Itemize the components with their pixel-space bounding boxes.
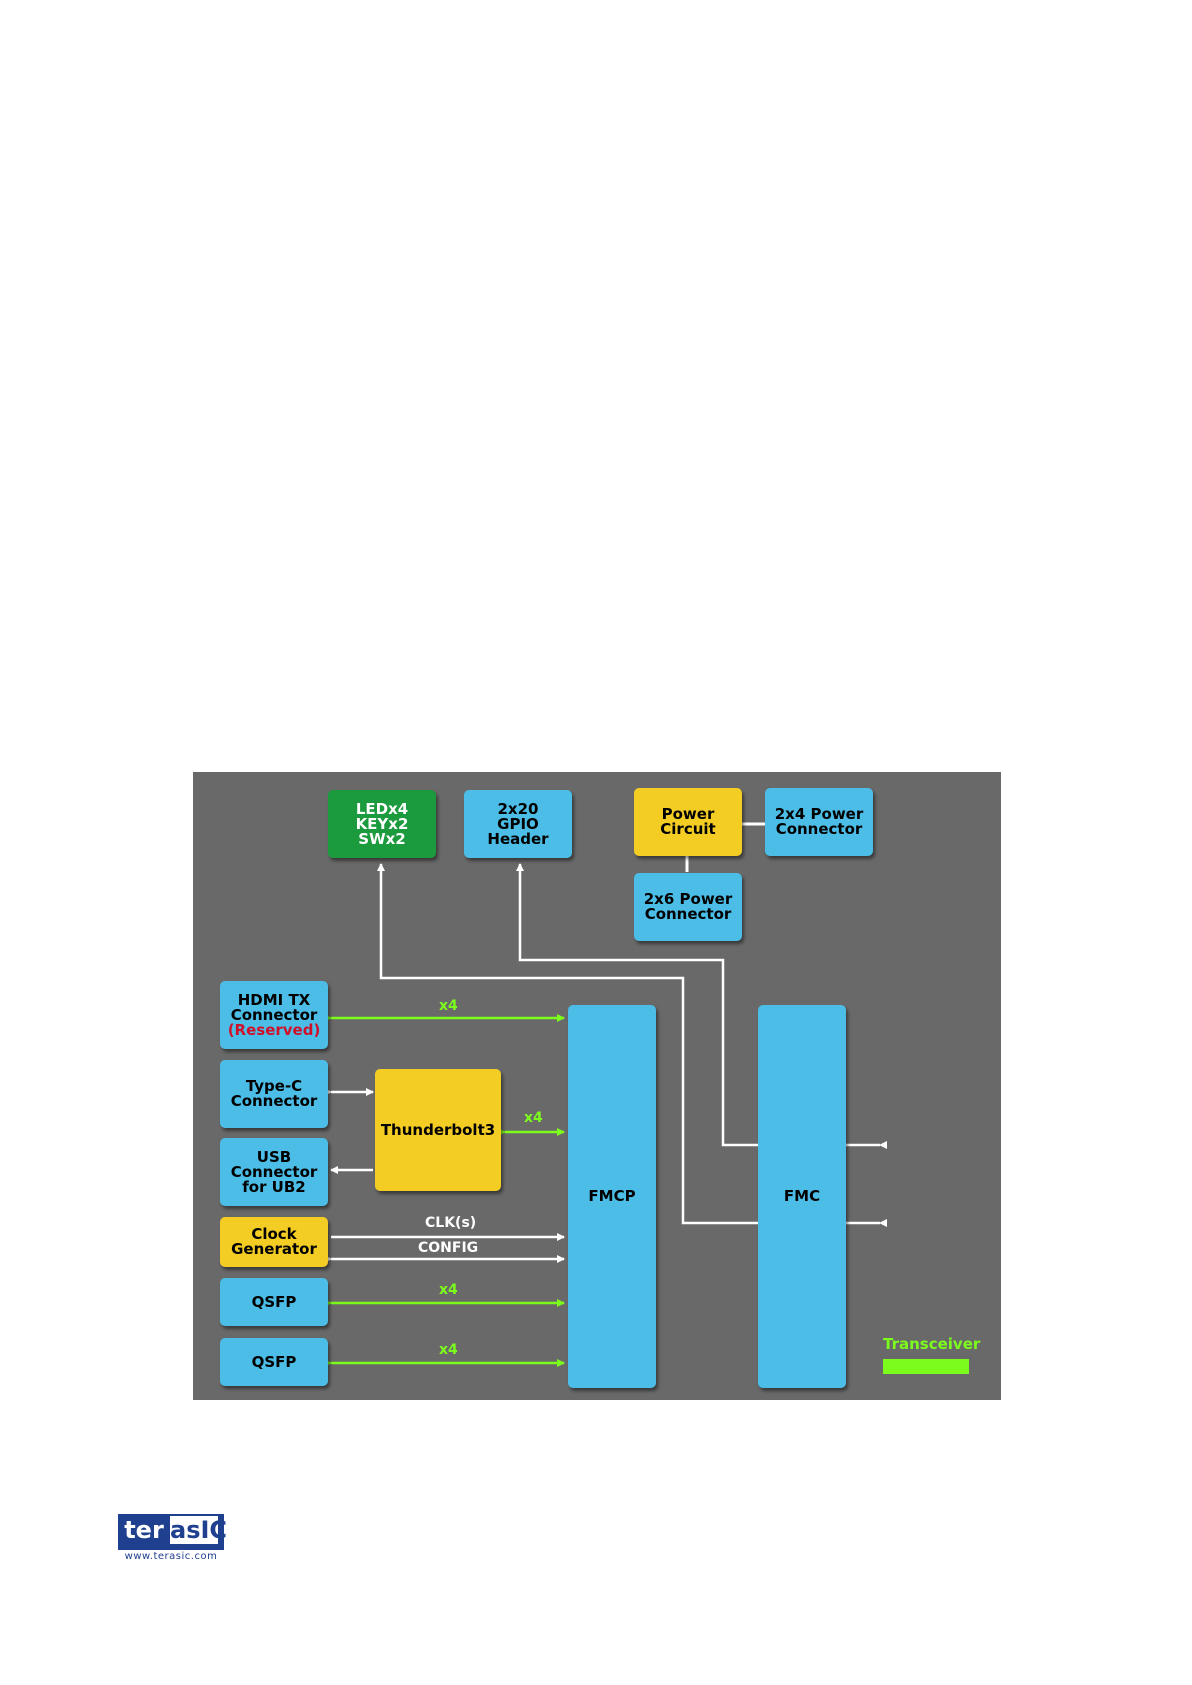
logo-url: www.terasic.com — [118, 1551, 224, 1562]
power-2x6-connector-block: 2x6 Power Connector — [634, 873, 742, 941]
hdmi-x4-label: x4 — [439, 998, 458, 1014]
logo-left-text: ter — [120, 1516, 168, 1544]
typec-line-2: Connector — [231, 1094, 318, 1109]
fmcp-block: FMCP — [568, 1005, 656, 1388]
thunderbolt-label: Thunderbolt3 — [381, 1123, 495, 1138]
qsfp-block-1: QSFP — [220, 1278, 328, 1326]
config-label: CONFIG — [418, 1240, 478, 1256]
power-circuit-block: Power Circuit — [634, 788, 742, 856]
hdmi-tx-connector-block: HDMI TX Connector (Reserved) — [220, 981, 328, 1049]
clock-generator-block: Clock Generator — [220, 1217, 328, 1267]
fmcp-label: FMCP — [588, 1189, 635, 1204]
power-2x4-line-2: Connector — [776, 822, 863, 837]
usb-line-3: for UB2 — [242, 1180, 306, 1195]
hdmi-reserved-label: (Reserved) — [228, 1023, 321, 1038]
qsfp1-label: QSFP — [252, 1295, 297, 1310]
clk-label: CLK(s) — [425, 1215, 476, 1231]
qsfp2-label: QSFP — [252, 1355, 297, 1370]
block-diagram: LEDx4 KEYx2 SWx2 2x20 GPIO Header Power … — [193, 772, 1001, 1400]
qsfp1-x4-label: x4 — [439, 1282, 458, 1298]
fmc-block: FMC — [758, 1005, 846, 1388]
type-c-connector-block: Type-C Connector — [220, 1060, 328, 1128]
usb-connector-block: USB Connector for UB2 — [220, 1138, 328, 1206]
thunderbolt3-block: Thunderbolt3 — [375, 1069, 501, 1191]
qsfp2-x4-label: x4 — [439, 1342, 458, 1358]
legend-transceiver-swatch — [883, 1359, 969, 1374]
thunderbolt-x4-label: x4 — [524, 1110, 543, 1126]
gpio-header-block: 2x20 GPIO Header — [464, 790, 572, 858]
power-2x4-connector-block: 2x4 Power Connector — [765, 788, 873, 856]
power-circuit-line-2: Circuit — [660, 822, 715, 837]
terasic-logo: ter asIC www.terasic.com — [118, 1514, 224, 1562]
power-2x6-line-2: Connector — [645, 907, 732, 922]
fmc-label: FMC — [784, 1189, 820, 1204]
leds-line-3: SWx2 — [358, 832, 405, 847]
qsfp-block-2: QSFP — [220, 1338, 328, 1386]
clock-line-2: Generator — [231, 1242, 317, 1257]
gpio-line-3: Header — [487, 832, 548, 847]
legend-transceiver-label: Transceiver — [883, 1335, 980, 1353]
leds-keys-switches-block: LEDx4 KEYx2 SWx2 — [328, 790, 436, 858]
logo-right-text: asIC — [170, 1516, 218, 1544]
